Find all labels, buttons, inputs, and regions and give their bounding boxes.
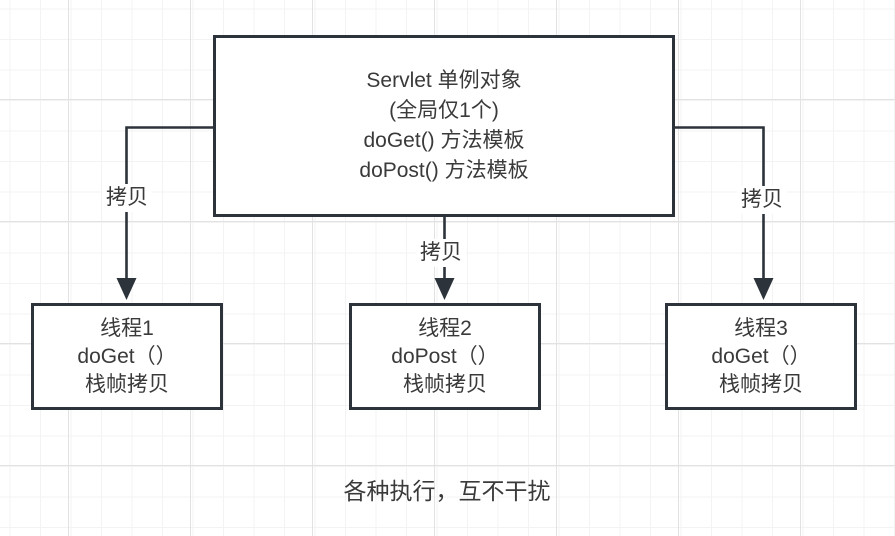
arrowhead-down-icon bbox=[434, 278, 455, 300]
servlet-box-line-3: doGet() 方法模板 bbox=[363, 129, 525, 152]
servlet-box-line-1: Servlet 单例对象 bbox=[366, 69, 522, 92]
thread-1-line-3: 栈帧拷贝 bbox=[85, 372, 169, 396]
copy-arrow-left bbox=[116, 126, 213, 300]
arrowhead-down-icon bbox=[116, 278, 137, 300]
thread-2-line-1: 线程2 bbox=[418, 316, 472, 340]
copy-label-middle: 拷贝 bbox=[416, 239, 466, 267]
copy-label-left: 拷贝 bbox=[102, 184, 152, 212]
servlet-box-line-4: doPost() 方法模板 bbox=[359, 159, 529, 182]
thread-1-line-2: doGet（） bbox=[77, 344, 177, 368]
thread-3-line-3: 栈帧拷贝 bbox=[719, 372, 803, 396]
thread-1-line-1: 线程1 bbox=[100, 316, 154, 340]
thread-3-box: 线程3 doGet（） 栈帧拷贝 bbox=[665, 303, 857, 410]
servlet-box-line-2: (全局仅1个) bbox=[389, 99, 499, 122]
thread-1-box: 线程1 doGet（） 栈帧拷贝 bbox=[31, 303, 223, 410]
servlet-singleton-box: Servlet 单例对象 (全局仅1个) doGet() 方法模板 doPost… bbox=[213, 35, 675, 217]
copy-label-right: 拷贝 bbox=[737, 186, 787, 214]
thread-2-box: 线程2 doPost（） 栈帧拷贝 bbox=[349, 303, 541, 410]
thread-3-line-1: 线程3 bbox=[734, 316, 788, 340]
thread-2-line-2: doPost（） bbox=[391, 344, 499, 368]
thread-3-line-2: doGet（） bbox=[711, 344, 811, 368]
thread-2-line-3: 栈帧拷贝 bbox=[403, 372, 487, 396]
arrowhead-down-icon bbox=[753, 278, 774, 300]
diagram-caption: 各种执行，互不干扰 bbox=[343, 478, 551, 504]
